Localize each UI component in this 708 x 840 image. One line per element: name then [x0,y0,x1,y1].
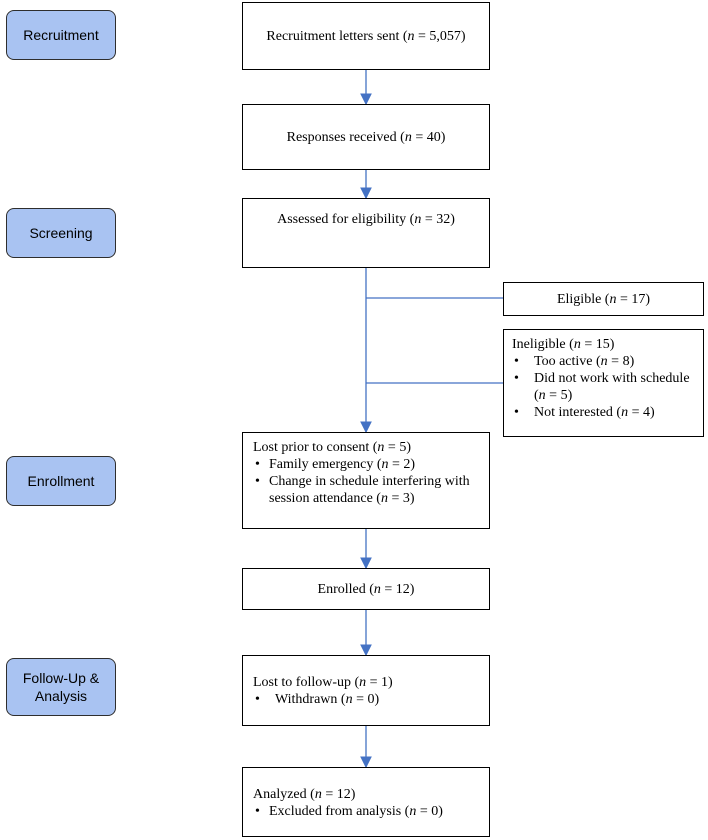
analyzed-details: Excluded from analysis (n = 0) [253,803,479,820]
stage-label: Recruitment [23,27,99,43]
box-lost-to-follow-up: Lost to follow-up (n = 1) Withdrawn (n =… [242,655,490,726]
list-item: Withdrawn (n = 0) [253,691,479,708]
stage-label: Enrollment [27,473,95,489]
box-enrolled: Enrolled (n = 12) [242,568,490,610]
box-text: Responses received (n = 40) [286,129,446,145]
box-lost-prior-to-consent: Lost prior to consent (n = 5) Family eme… [242,432,490,529]
box-title: Ineligible (n = 15) [512,337,615,352]
list-item: Excluded from analysis (n = 0) [253,803,479,820]
box-responses: Responses received (n = 40) [242,104,490,170]
box-text: Enrolled (n = 12) [317,581,415,597]
list-item: Not interested (n = 4) [512,404,695,421]
lost-consent-reasons: Family emergency (n = 2) Change in sched… [253,456,479,507]
box-letters-sent: Recruitment letters sent (n = 5,057) [242,2,490,70]
list-item: Change in schedule interfering with sess… [253,473,479,507]
box-analyzed: Analyzed (n = 12) Excluded from analysis… [242,767,490,837]
ineligible-reasons: Too active (n = 8) Did not work with sch… [512,353,695,421]
stage-label: Follow-Up & Analysis [22,670,100,704]
lost-followup-reasons: Withdrawn (n = 0) [253,691,479,708]
box-text: Recruitment letters sent (n = 5,057) [266,28,466,44]
stage-enrollment: Enrollment [6,456,116,506]
box-title: Lost prior to consent (n = 5) [253,440,411,455]
box-text: Eligible (n = 17) [556,291,651,307]
box-assessed: Assessed for eligibility (n = 32) [242,198,490,268]
box-text: Assessed for eligibility (n = 32) [277,212,455,227]
list-item: Did not work with schedule (n = 5) [512,370,695,404]
list-item: Family emergency (n = 2) [253,456,479,473]
list-item: Too active (n = 8) [512,353,695,370]
stage-followup: Follow-Up & Analysis [6,658,116,716]
box-eligible: Eligible (n = 17) [503,282,704,316]
box-title: Analyzed (n = 12) [253,787,356,802]
box-ineligible: Ineligible (n = 15) Too active (n = 8) D… [503,329,704,437]
stage-screening: Screening [6,208,116,258]
box-title: Lost to follow-up (n = 1) [253,675,393,690]
stage-label: Screening [29,225,93,241]
stage-recruitment: Recruitment [6,10,116,60]
